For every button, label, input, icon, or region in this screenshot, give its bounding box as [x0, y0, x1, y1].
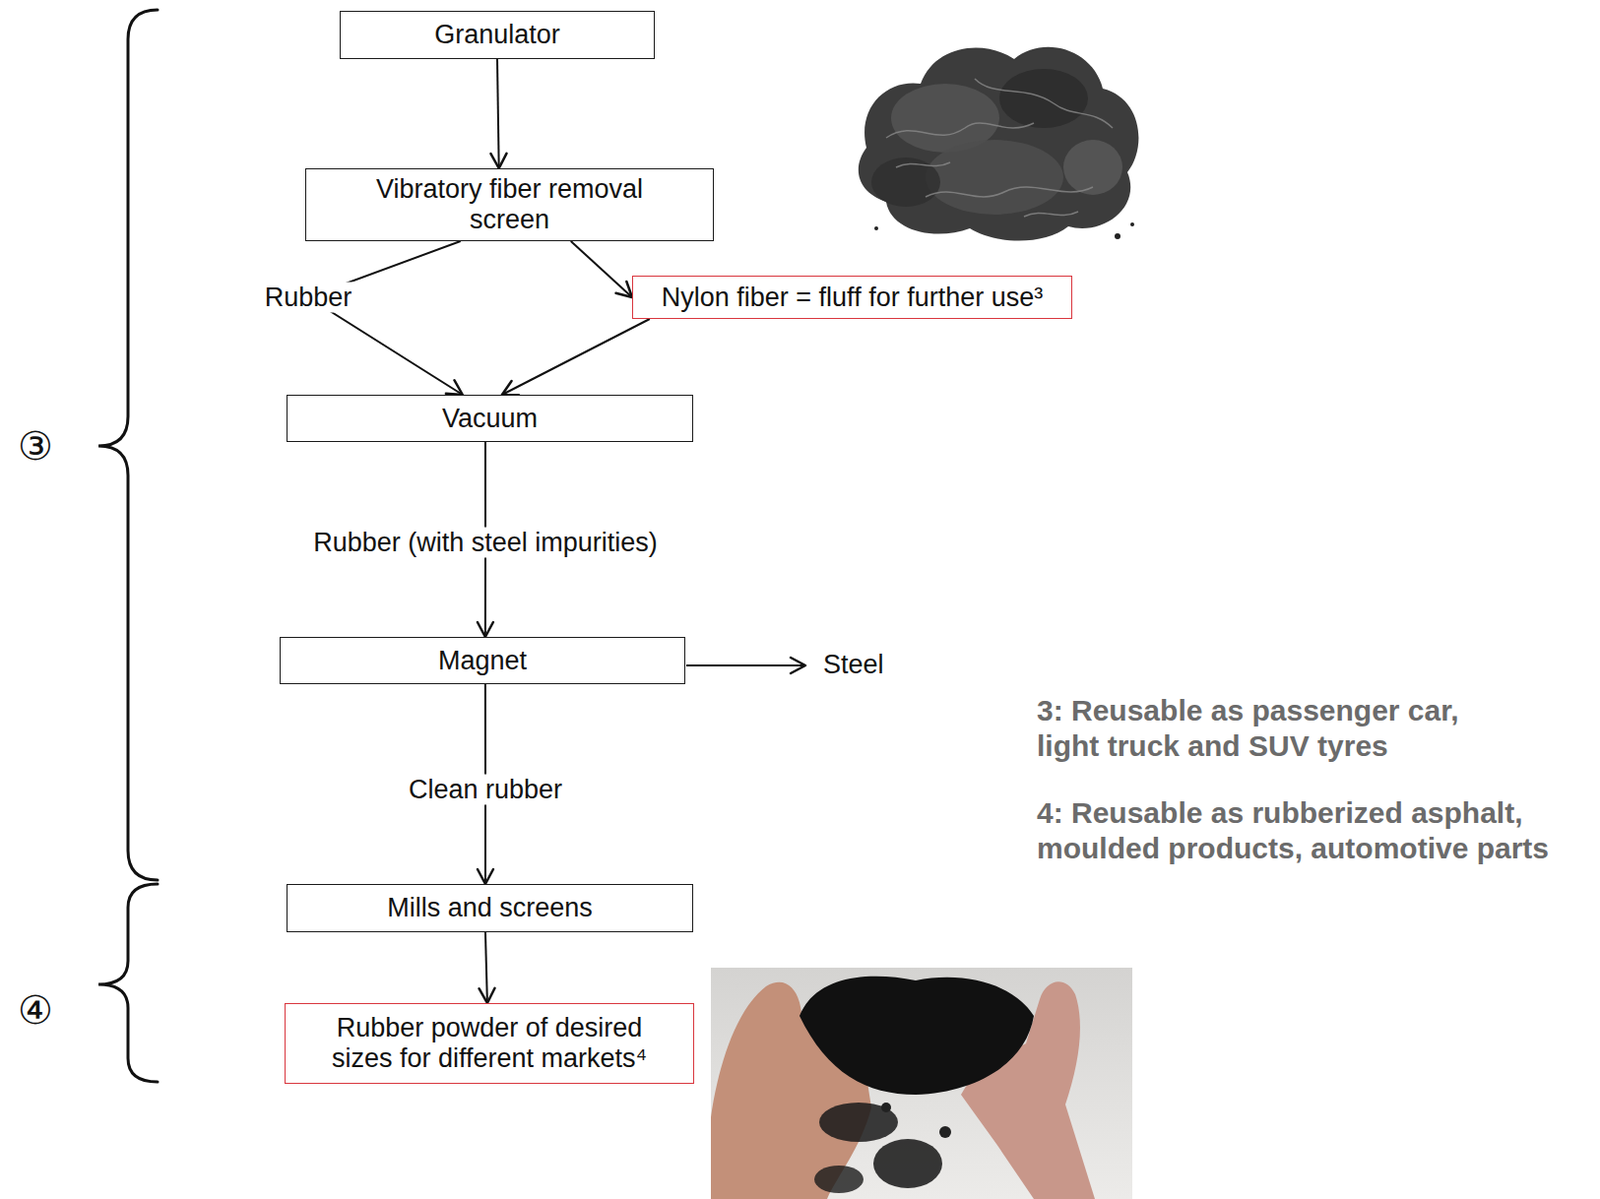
process-box: Granulator	[339, 10, 655, 60]
output-label: Steel	[823, 649, 885, 681]
output-box: Rubber powder of desired sizes for diffe…	[284, 1003, 695, 1085]
flow-arrow	[502, 319, 650, 395]
box-text: Magnet	[438, 645, 527, 677]
flow-arrow	[308, 241, 463, 395]
fluff-photo	[1130, 222, 1135, 227]
box-text: Vacuum	[442, 403, 538, 435]
callout-number: ④	[12, 985, 59, 1035]
process-box: Magnet	[279, 637, 686, 685]
rubber-powder-photo	[819, 1102, 898, 1143]
box-text: Rubber powder of desired sizes for diffe…	[320, 1013, 658, 1075]
fluff-photo	[925, 139, 1064, 215]
fluff-photo	[974, 78, 1113, 128]
rubber-powder-photo	[799, 976, 1034, 1095]
steel-output-arrow	[686, 665, 806, 667]
box-text: Granulator	[434, 19, 561, 51]
process-box: Vibratory fiber removal screen	[305, 168, 714, 242]
rubber-powder-photo	[881, 1102, 892, 1113]
flow-arrow	[497, 59, 500, 169]
fluff-photo	[874, 226, 879, 231]
steel-output-arrow	[686, 664, 806, 667]
flow-arrow	[571, 241, 633, 298]
flow-label: Rubber (with steel impurities)	[308, 527, 663, 559]
rubber-powder-photo	[710, 967, 1133, 1199]
process-box: Vacuum	[286, 394, 694, 443]
rubber-powder-photo	[873, 1139, 943, 1189]
fluff-photo	[886, 123, 1034, 138]
box-text: Nylon fiber = fluff for further use³	[661, 282, 1043, 314]
fluff-photo	[886, 78, 1113, 217]
callout-number: ③	[12, 421, 59, 471]
curly-bracket	[98, 9, 158, 881]
curly-bracket	[98, 9, 158, 1083]
process-box: Mills and screens	[286, 884, 694, 933]
box-text: Mills and screens	[386, 893, 593, 924]
fluff-photo	[896, 162, 951, 168]
fluff-photo	[925, 187, 1093, 197]
output-box: Nylon fiber = fluff for further use³	[632, 275, 1073, 320]
fluff-photo	[874, 222, 1135, 240]
rubber-powder-photo	[814, 1165, 864, 1194]
fluff-photo	[858, 47, 1140, 242]
fluff-photo	[1063, 139, 1123, 195]
rubber-powder-photo	[939, 1126, 952, 1139]
flow-label: Rubber	[259, 282, 358, 314]
flow-label: Clean rubber	[403, 774, 568, 806]
flow-arrow	[485, 932, 488, 1004]
fluff-photo	[1114, 233, 1121, 240]
rubber-powder-photo	[710, 967, 1133, 1199]
footnote-text: 3: Reusable as passenger car, light truc…	[1036, 693, 1490, 765]
curly-bracket	[98, 884, 158, 1083]
footnote-text: 4: Reusable as rubberized asphalt, mould…	[1036, 795, 1559, 867]
fluff-photo	[1024, 211, 1079, 217]
fluff-photo	[858, 47, 1140, 242]
box-text: Vibratory fiber removal screen	[365, 174, 654, 236]
